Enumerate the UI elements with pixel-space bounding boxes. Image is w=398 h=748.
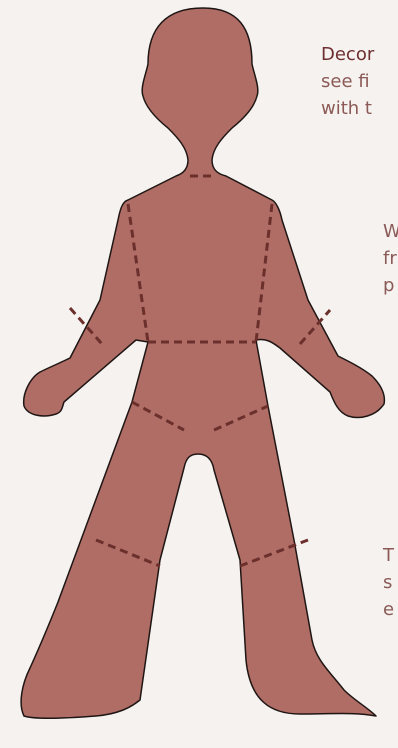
instruction-line: W xyxy=(383,218,398,245)
instruction-line: with t xyxy=(321,95,374,122)
instruction-line: fr xyxy=(383,245,398,272)
instruction-block-2: W fr p xyxy=(383,218,398,299)
instruction-heading: Decor xyxy=(321,41,374,68)
instruction-line: T xyxy=(383,542,394,569)
instruction-line: s xyxy=(383,569,394,596)
instruction-line: e xyxy=(383,596,394,623)
instruction-line: see fi xyxy=(321,68,374,95)
instruction-block-3: T s e xyxy=(383,542,394,623)
instruction-block-1: Decor see fi with t xyxy=(321,41,374,122)
instruction-line: p xyxy=(383,272,398,299)
